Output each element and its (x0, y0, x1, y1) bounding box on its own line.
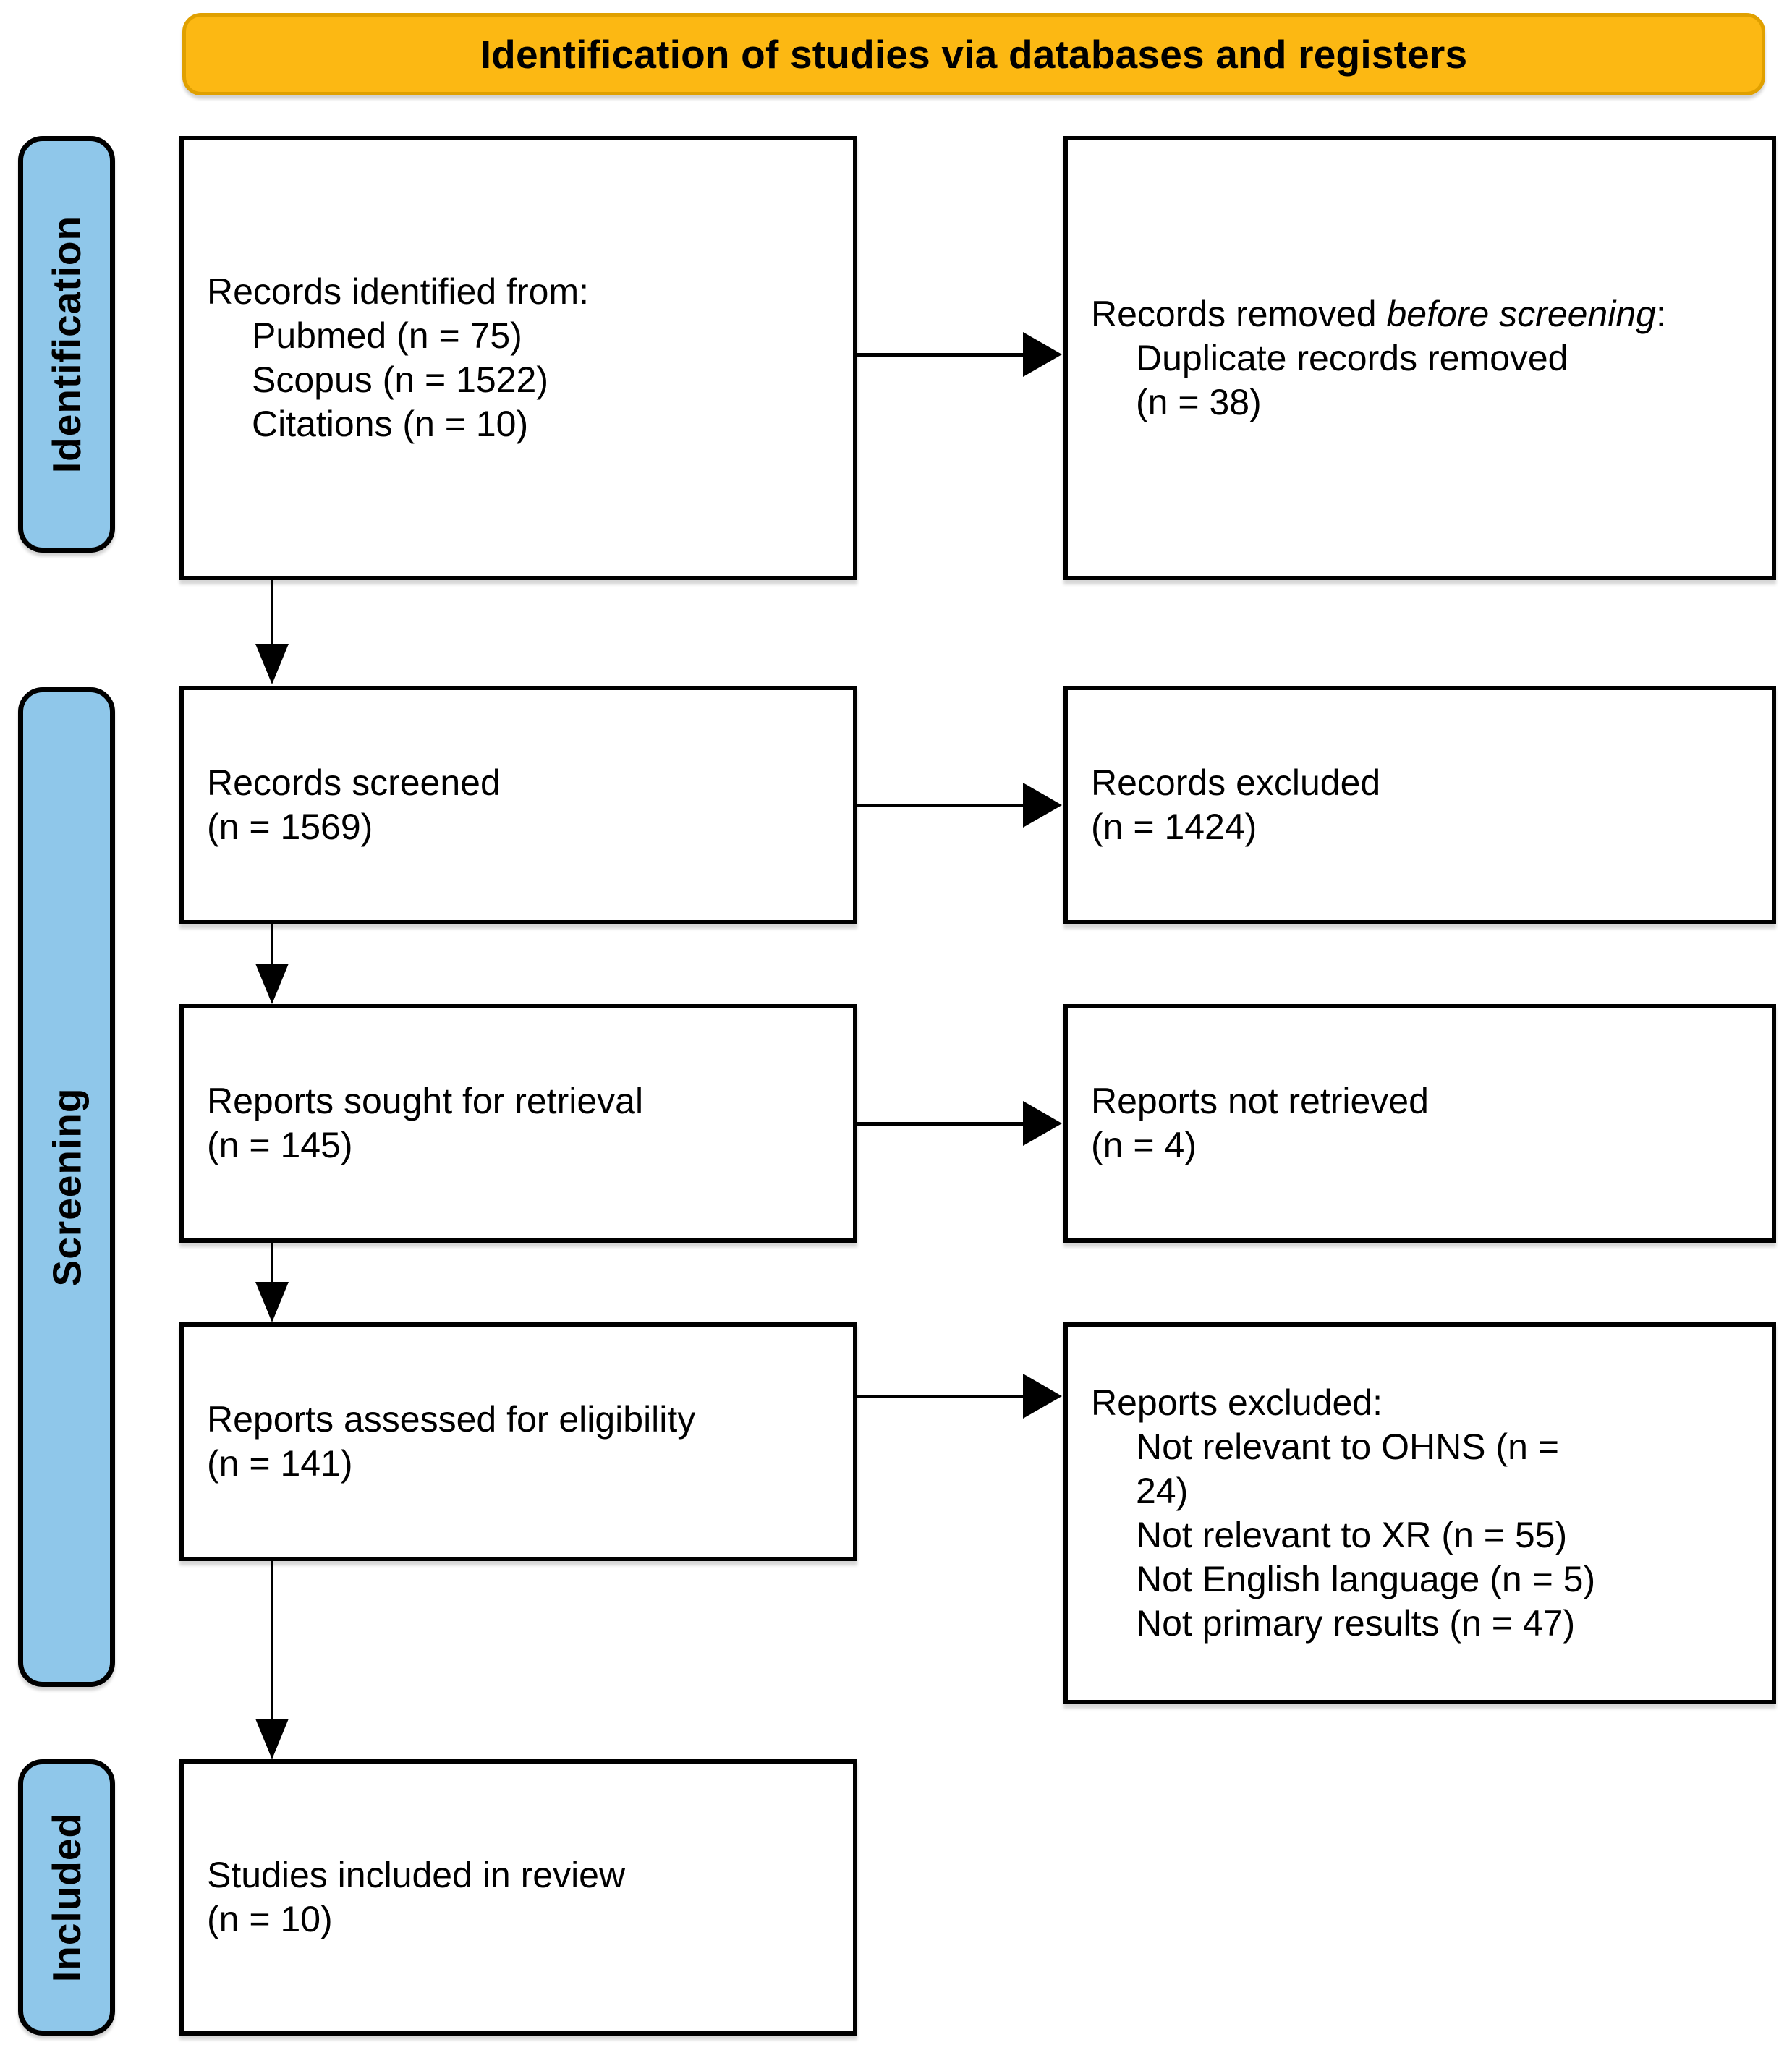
records-excluded-line-1: Records excluded (1091, 762, 1381, 803)
connector-screened-to-sought-arrowhead (255, 964, 289, 1004)
records-removed-line-3: (n = 38) (1136, 381, 1262, 422)
connector-identified-to-screened-arrowhead (255, 644, 289, 684)
box-reports-sought-for-retrieval: Reports sought for retrieval (n = 145) (179, 1004, 857, 1243)
reports-assessed-line-1: Reports assessed for eligibility (207, 1399, 696, 1440)
box-reports-assessed-for-eligibility: Reports assessed for eligibility (n = 14… (179, 1322, 857, 1561)
stage-label-screening-text: Screening (44, 1087, 89, 1287)
connector-assessed-to-included-arrowhead (255, 1719, 289, 1759)
connector-sought-to-notretrieved-arrowhead (1023, 1101, 1062, 1146)
diagram-header-banner: Identification of studies via databases … (182, 13, 1765, 95)
stage-label-screening: Screening (18, 687, 115, 1687)
reports-excluded-line-6: Not primary results (n = 47) (1136, 1603, 1576, 1644)
connector-sought-to-assessed-line (271, 1243, 273, 1283)
connector-screened-to-sought-line (271, 924, 273, 965)
connector-assessed-to-included-line (271, 1561, 273, 1720)
records-screened-line-2: (n = 1569) (207, 807, 373, 847)
records-identified-line-4: Citations (n = 10) (252, 404, 529, 444)
records-removed-line-2: Duplicate records removed (1136, 337, 1568, 378)
stage-label-included: Included (18, 1759, 115, 2036)
records-screened-line-1: Records screened (207, 762, 501, 803)
connector-screened-to-excluded-arrowhead (1023, 783, 1062, 828)
banner-title: Identification of studies via databases … (480, 31, 1468, 77)
reports-assessed-line-2: (n = 141) (207, 1443, 353, 1484)
records-excluded-line-2: (n = 1424) (1091, 807, 1257, 847)
connector-assessed-to-repexcluded-arrowhead (1023, 1374, 1062, 1419)
studies-included-line-2: (n = 10) (207, 1899, 333, 1939)
reports-not-retrieved-line-2: (n = 4) (1091, 1125, 1197, 1165)
connector-identified-to-screened-line (271, 580, 273, 645)
reports-excluded-line-4: Not relevant to XR (n = 55) (1136, 1515, 1568, 1555)
records-identified-line-3: Scopus (n = 1522) (252, 360, 548, 400)
reports-sought-line-2: (n = 145) (207, 1125, 353, 1165)
box-studies-included-in-review: Studies included in review (n = 10) (179, 1759, 857, 2036)
box-records-excluded: Records excluded (n = 1424) (1063, 686, 1776, 924)
records-removed-suffix: : (1655, 293, 1666, 334)
records-removed-prefix: Records removed (1091, 293, 1387, 334)
connector-identified-to-removed-line (857, 353, 1024, 357)
records-removed-emphasis: before screening (1386, 293, 1656, 334)
records-removed-line-1: Records removed before screening: (1091, 292, 1749, 336)
box-records-screened: Records screened (n = 1569) (179, 686, 857, 924)
reports-excluded-line-1: Reports excluded: (1091, 1382, 1383, 1423)
reports-not-retrieved-line-1: Reports not retrieved (1091, 1081, 1429, 1121)
connector-sought-to-notretrieved-line (857, 1122, 1024, 1126)
box-records-identified: Records identified from: Pubmed (n = 75)… (179, 136, 857, 580)
reports-excluded-line-2: Not relevant to OHNS (n = (1136, 1427, 1559, 1467)
stage-label-identification: Identification (18, 136, 115, 553)
reports-excluded-line-3: 24) (1136, 1471, 1189, 1511)
connector-identified-to-removed-arrowhead (1023, 332, 1062, 377)
connector-assessed-to-repexcluded-line (857, 1395, 1024, 1398)
box-reports-not-retrieved: Reports not retrieved (n = 4) (1063, 1004, 1776, 1243)
studies-included-line-1: Studies included in review (207, 1855, 626, 1895)
connector-screened-to-excluded-line (857, 804, 1024, 807)
records-identified-line-1: Records identified from: (207, 271, 590, 312)
stage-label-included-text: Included (44, 1812, 89, 1983)
connector-sought-to-assessed-arrowhead (255, 1282, 289, 1322)
reports-sought-line-1: Reports sought for retrieval (207, 1081, 644, 1121)
box-reports-excluded: Reports excluded: Not relevant to OHNS (… (1063, 1322, 1776, 1704)
stage-label-identification-text: Identification (44, 215, 90, 474)
records-identified-line-2: Pubmed (n = 75) (252, 315, 522, 356)
box-records-removed-before-screening: Records removed before screening: Duplic… (1063, 136, 1776, 580)
reports-excluded-line-5: Not English language (n = 5) (1136, 1559, 1596, 1599)
